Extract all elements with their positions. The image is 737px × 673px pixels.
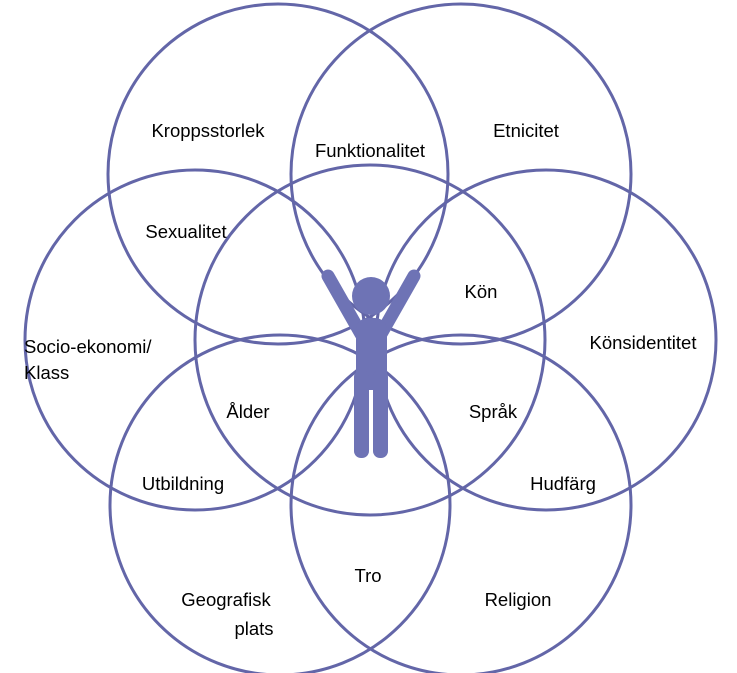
ring-bottom-right [289,333,633,673]
label-sprak: Språk [469,401,518,422]
label-kon: Kön [465,281,498,302]
person-arms-raised-icon [321,269,421,458]
ring-top-right [289,2,633,346]
ring-bottom-left [108,333,452,673]
labels: Kroppsstorlek Funktionalitet Etnicitet S… [24,120,696,639]
label-socio-line1: Socio-ekonomi/ [24,336,152,357]
label-konsidentitet: Könsidentitet [590,332,697,353]
label-hudfarg: Hudfärg [530,473,596,494]
label-sexualitet: Sexualitet [145,221,226,242]
label-funktionalitet: Funktionalitet [315,140,425,161]
figure-right-leg [373,370,388,458]
figure-right-arm [374,269,421,341]
figure-head [352,277,390,315]
label-alder: Ålder [226,401,269,422]
label-geografisk-line1: Geografisk [181,589,271,610]
ring-top-left [106,2,450,346]
label-kroppsstorlek: Kroppsstorlek [151,120,265,141]
label-tro: Tro [354,565,381,586]
label-socio-line2: Klass [24,362,69,383]
figure-left-arm [321,269,368,341]
ring-center [193,163,547,517]
label-religion: Religion [485,589,552,610]
figure-left-leg [354,370,369,458]
label-utbildning: Utbildning [142,473,224,494]
label-geografisk-line2: plats [234,618,273,639]
label-etnicitet: Etnicitet [493,120,559,141]
